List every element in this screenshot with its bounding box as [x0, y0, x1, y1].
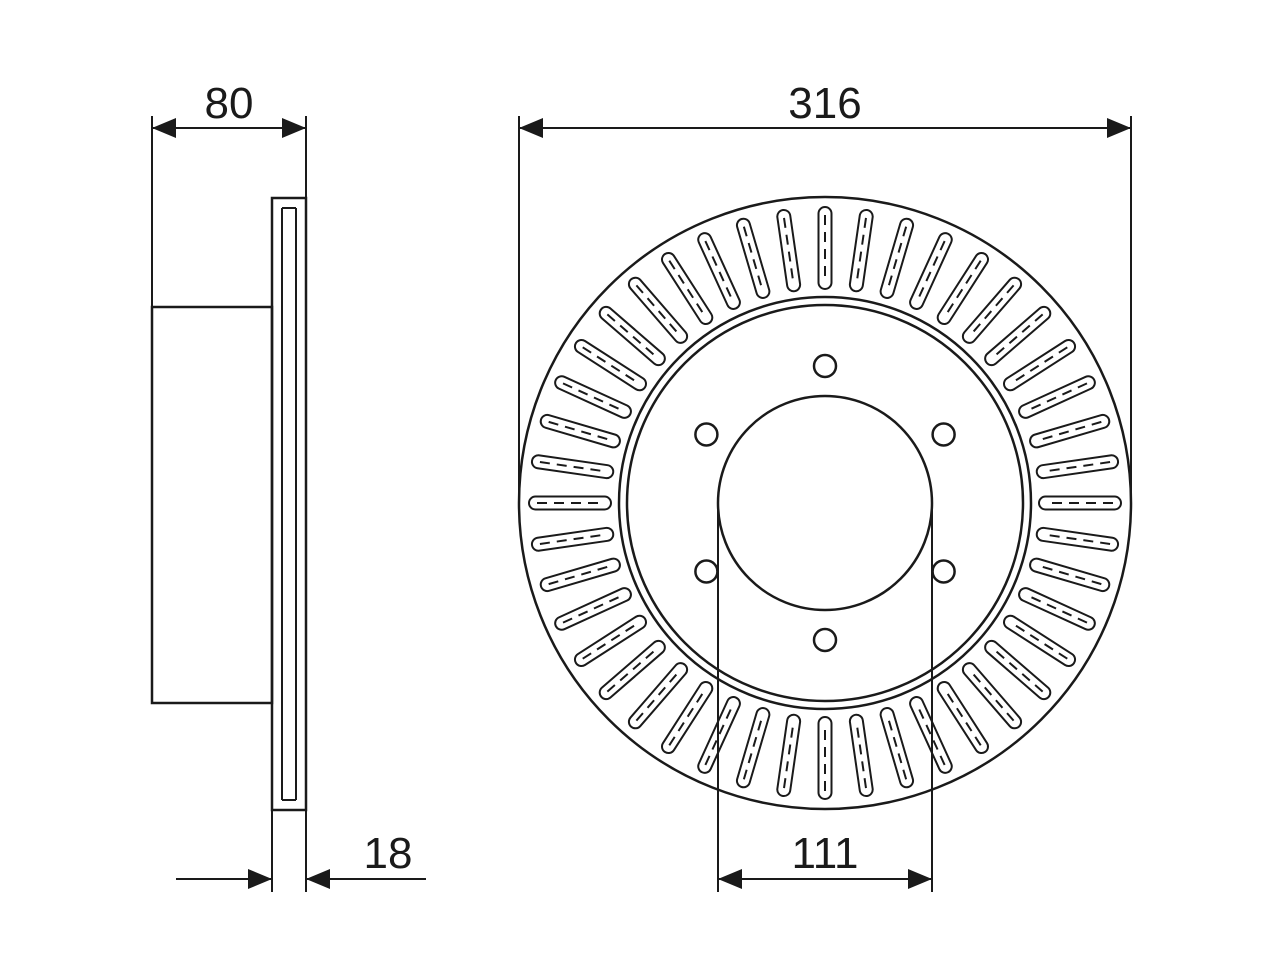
cooling-slot — [936, 251, 990, 326]
cooling-slot — [1035, 526, 1120, 552]
cooling-slot — [660, 251, 714, 326]
cooling-slot — [554, 375, 632, 419]
bolt-hole — [931, 422, 956, 447]
dimension-disc-thickness: 18 — [176, 810, 426, 892]
cooling-slot — [879, 217, 915, 299]
cooling-slot — [627, 276, 689, 344]
cooling-slot — [817, 716, 833, 800]
cooling-slot — [984, 639, 1052, 701]
cooling-slot — [817, 206, 833, 290]
outer-diameter-label: 316 — [788, 79, 861, 128]
cooling-slot — [776, 713, 802, 798]
disc-thickness-label: 18 — [364, 829, 413, 878]
cooling-slot — [961, 662, 1023, 730]
dimension-center-bore: 111 — [717, 503, 933, 892]
cooling-slot — [1018, 375, 1096, 419]
cooling-slot — [554, 587, 632, 631]
cooling-slot — [961, 276, 1023, 344]
cooling-slot — [936, 680, 990, 755]
cooling-slot — [1018, 587, 1096, 631]
cooling-slot — [984, 305, 1052, 367]
cooling-slot — [879, 707, 915, 789]
cooling-slot — [530, 454, 615, 480]
cooling-slot — [1029, 413, 1111, 449]
hat-edge — [625, 303, 1025, 703]
bolt-hole — [812, 353, 838, 379]
friction-ring — [270, 196, 308, 812]
cooling-slot — [848, 208, 874, 293]
cooling-slot — [1002, 614, 1077, 668]
cooling-slot — [697, 696, 741, 774]
cooling-slot — [598, 305, 666, 367]
bolt-hole — [694, 422, 719, 447]
center-bore-label: 111 — [792, 829, 859, 878]
dimension-outer-diameter: 316 — [518, 79, 1132, 503]
cooling-slot — [909, 232, 953, 310]
center-bore — [716, 394, 934, 612]
front-view: 316 111 — [517, 79, 1133, 892]
cooling-slot — [1038, 495, 1122, 511]
cooling-slot — [627, 662, 689, 730]
cooling-slot — [697, 232, 741, 310]
bolt-hole — [931, 559, 956, 584]
cooling-slot — [909, 696, 953, 774]
ring-inner-edge — [617, 295, 1033, 711]
cooling-slot — [1029, 557, 1111, 593]
cooling-slot — [735, 707, 771, 789]
side-view: 80 18 — [150, 79, 426, 892]
cooling-slot — [735, 217, 771, 299]
cooling-slot — [573, 338, 648, 392]
cooling-slot — [528, 495, 612, 511]
cooling-slot — [573, 614, 648, 668]
cooling-slot — [598, 639, 666, 701]
cooling-slot — [530, 526, 615, 552]
hub-body — [150, 305, 274, 705]
cooling-slot — [660, 680, 714, 755]
cooling-slots — [528, 206, 1122, 800]
cooling-slot — [1035, 454, 1120, 480]
hub-height-label: 80 — [205, 79, 254, 128]
cooling-slot — [539, 413, 621, 449]
bolt-hole — [812, 627, 838, 653]
bolt-holes — [694, 353, 956, 653]
dimension-hub-height: 80 — [151, 79, 307, 307]
cooling-slot — [776, 208, 802, 293]
cooling-slot — [539, 557, 621, 593]
bolt-hole — [694, 559, 719, 584]
cooling-slot — [1002, 338, 1077, 392]
cooling-slot — [848, 713, 874, 798]
